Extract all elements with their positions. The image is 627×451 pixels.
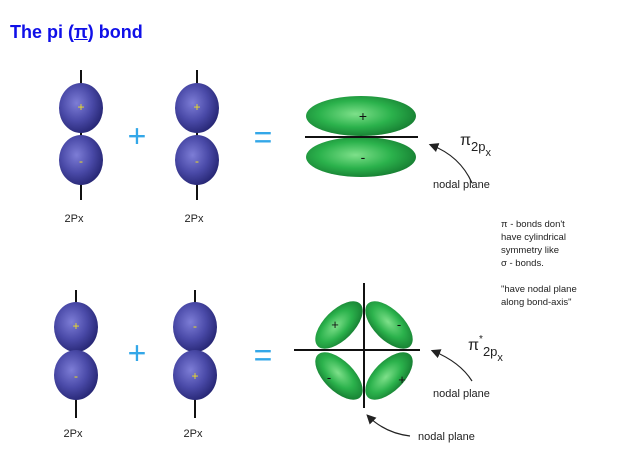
row2-orbital-2: - + 2Px xyxy=(173,290,217,440)
pi-star-lobe-bottom-left xyxy=(315,352,363,400)
nodal-plane-label-2: nodal plane xyxy=(418,431,475,443)
row1-orbital-2: + - 2Px xyxy=(175,70,219,225)
p-lobe-top xyxy=(175,83,219,133)
plus-operator: + xyxy=(128,335,147,371)
note-line: π - bonds don't xyxy=(501,219,565,230)
orbital-label: 2Px xyxy=(65,213,84,225)
pi-symbol: π xyxy=(74,22,88,42)
note-line: symmetry like xyxy=(501,245,559,256)
sign-bottom: - xyxy=(361,149,366,165)
pi-orbital-name: π2px xyxy=(460,132,492,159)
nodal-plane-arrow xyxy=(428,143,473,184)
p-lobe-bottom xyxy=(59,135,103,185)
orbital-label: 2Px xyxy=(64,428,83,440)
sign-top: - xyxy=(193,319,197,333)
page-title: The pi (π) bond xyxy=(10,22,143,42)
note-line: along bond-axis" xyxy=(501,297,571,308)
row2-orbital-1: + - 2Px xyxy=(54,290,98,440)
note-line: "have nodal plane xyxy=(501,284,577,295)
row1-orbital-1: + - 2Px xyxy=(59,70,103,225)
nodal-plane-label-1: nodal plane xyxy=(433,388,490,400)
pi-lobe-top xyxy=(306,96,416,136)
sign-bottom: - xyxy=(74,369,78,383)
sign-bottom: - xyxy=(79,154,83,168)
sign-top: + xyxy=(72,319,79,333)
p-lobe-top xyxy=(173,302,217,352)
pi-lobe-bottom xyxy=(306,137,416,177)
pi-star-lobe-top-left xyxy=(315,301,363,349)
equals-operator: = xyxy=(254,337,273,373)
nodal-plane-arrow-1 xyxy=(430,349,473,382)
pi-star-lobe-top-right xyxy=(365,301,413,349)
p-lobe-bottom xyxy=(54,350,98,400)
sign-top: + xyxy=(359,108,367,124)
p-lobe-bottom xyxy=(173,350,217,400)
sign-top: + xyxy=(193,100,200,114)
sign-top: + xyxy=(77,100,84,114)
nodal-plane-label: nodal plane xyxy=(433,179,490,191)
p-lobe-bottom xyxy=(175,135,219,185)
note-line: σ - bonds. xyxy=(501,258,544,269)
sign-bottom-right: + xyxy=(398,372,406,387)
equals-operator: = xyxy=(254,119,273,155)
pi-star-lobe-bottom-right xyxy=(365,352,413,400)
notes: π - bonds don't have cylindrical symmetr… xyxy=(501,219,577,308)
orbital-label: 2Px xyxy=(185,213,204,225)
sign-bottom-left: - xyxy=(327,370,331,385)
row1-pi-bonding-orbital: + - xyxy=(305,96,418,177)
sign-top-left: + xyxy=(331,317,339,332)
row2-pi-antibonding-orbital: + - - + xyxy=(294,283,420,408)
plus-operator: + xyxy=(128,118,147,154)
note-line: have cylindrical xyxy=(501,232,566,243)
sign-top-right: - xyxy=(397,317,401,332)
sign-bottom: + xyxy=(191,369,198,383)
pi-star-orbital-name: π*2px xyxy=(468,334,503,364)
p-lobe-top xyxy=(59,83,103,133)
sign-bottom: - xyxy=(195,154,199,168)
p-lobe-top xyxy=(54,302,98,352)
orbital-label: 2Px xyxy=(184,428,203,440)
nodal-plane-arrow-2 xyxy=(366,414,411,437)
